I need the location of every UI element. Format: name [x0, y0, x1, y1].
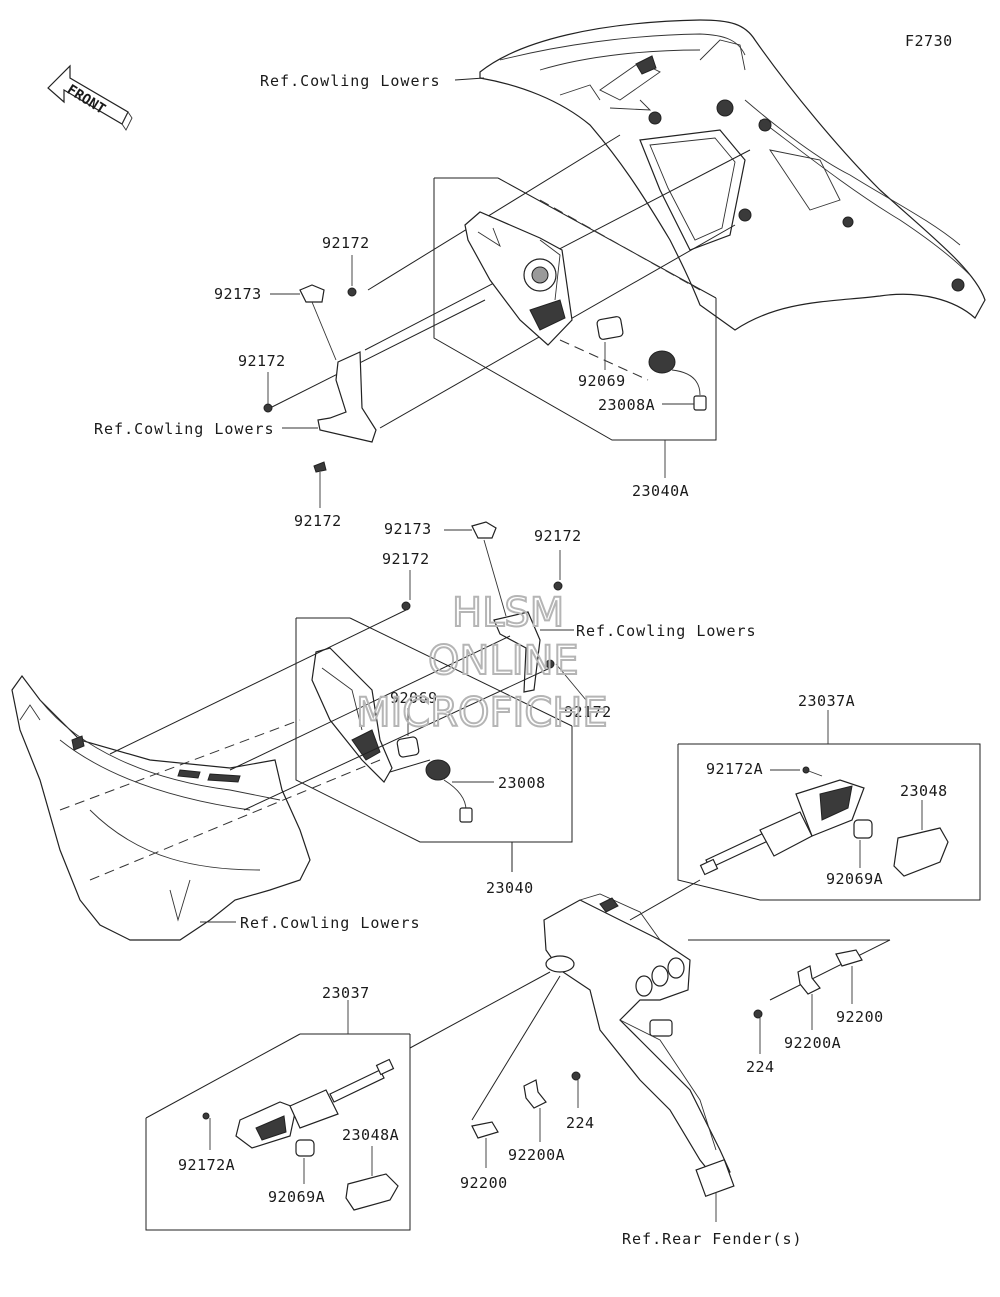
label-23040A: 23040A [632, 482, 689, 500]
label-23008A: 23008A [598, 396, 655, 414]
screw-92172A-left [202, 1112, 211, 1150]
bulb-92069A-right [853, 819, 873, 868]
ref-cowling-lowers-mid: Ref.Cowling Lowers [576, 622, 757, 640]
screw-92172-mid-b [401, 570, 411, 611]
label-23037A: 23037A [798, 692, 855, 710]
label-92173-a: 92173 [214, 285, 262, 303]
watermark-line1: HLSM [452, 590, 564, 636]
plate-92200-bottom [471, 1121, 499, 1168]
label-92069A-a: 92069A [826, 870, 883, 888]
label-92172-f: 92172 [564, 703, 612, 721]
socket-23008 [425, 759, 473, 823]
label-23037: 23037 [322, 984, 370, 1002]
label-23048A: 23048A [342, 1126, 399, 1144]
screw-92172-mid-a [553, 550, 563, 591]
box-23040A [433, 178, 717, 441]
label-92173-b: 92173 [384, 520, 432, 538]
front-arrow-icon: FRONT [47, 64, 133, 131]
screw-92172A-right [802, 766, 823, 777]
clip-92173-upper [299, 284, 325, 303]
watermark-line2: ONLINE [428, 638, 579, 684]
clip-92200A-bottom [523, 1079, 547, 1142]
clip-92173-mid [471, 521, 497, 539]
screw-92172-upper-b [263, 403, 273, 413]
bracket-upper [317, 351, 377, 443]
label-92069A-b: 92069A [268, 1188, 325, 1206]
label-224-a: 224 [746, 1058, 775, 1076]
turn-signal-23037A [699, 779, 865, 876]
label-92172-e: 92172 [382, 550, 430, 568]
lens-cover-23048 [893, 800, 949, 877]
bulb-92069-upper [596, 316, 624, 340]
bracket-mid [493, 611, 541, 693]
ref-cowling-lowers-left: Ref.Cowling Lowers [94, 420, 275, 438]
lower-cowling-lower [11, 674, 311, 941]
box-23037A [678, 743, 981, 901]
plate-92200-right [835, 949, 863, 1004]
turn-signal-lens-mid [311, 647, 393, 783]
diagram-code: F2730 [905, 32, 953, 50]
watermark-line3: MICROFICHE [356, 690, 608, 736]
label-92200-b: 92200 [460, 1174, 508, 1192]
label-92069-b: 92069 [390, 689, 438, 707]
screw-92172-upper-a [347, 255, 357, 297]
screw-224-right [753, 1009, 763, 1054]
clip-92200A-right [797, 965, 821, 1030]
label-92172A-b: 92172A [178, 1156, 235, 1174]
upper-cowling-lower [479, 19, 986, 331]
label-92200A-b: 92200A [508, 1146, 565, 1164]
turn-signal-23037 [235, 1058, 395, 1149]
label-224-b: 224 [566, 1114, 595, 1132]
box-23037 [145, 1034, 411, 1231]
label-23048: 23048 [900, 782, 948, 800]
box-23040 [295, 618, 573, 843]
label-92069-a: 92069 [578, 372, 626, 390]
ref-rear-fender: Ref.Rear Fender(s) [622, 1230, 803, 1248]
screw-224-bottom [571, 1071, 581, 1108]
bulb-92069-mid [396, 736, 420, 758]
label-92200-a: 92200 [836, 1008, 884, 1026]
rear-fender-bracket [543, 893, 735, 1222]
label-92200A-a: 92200A [784, 1034, 841, 1052]
label-92172-d: 92172 [534, 527, 582, 545]
label-92172-c: 92172 [294, 512, 342, 530]
label-23040: 23040 [486, 879, 534, 897]
label-92172-a: 92172 [322, 234, 370, 252]
label-92172A-a: 92172A [706, 760, 763, 778]
turn-signal-lens-upper [464, 211, 573, 346]
screw-92172-mid-c [545, 659, 587, 701]
socket-23008A [648, 350, 707, 411]
bulb-92069A-left [295, 1139, 315, 1184]
label-23008: 23008 [498, 774, 546, 792]
lens-cover-23048A [345, 1146, 399, 1211]
ref-cowling-lowers-bottom: Ref.Cowling Lowers [240, 914, 421, 932]
watermark: HLSM ONLINE MICROFICHE [355, 589, 609, 737]
ref-cowling-lowers-top: Ref.Cowling Lowers [260, 72, 441, 90]
screw-92172-upper-c [313, 461, 327, 508]
label-92172-b: 92172 [238, 352, 286, 370]
